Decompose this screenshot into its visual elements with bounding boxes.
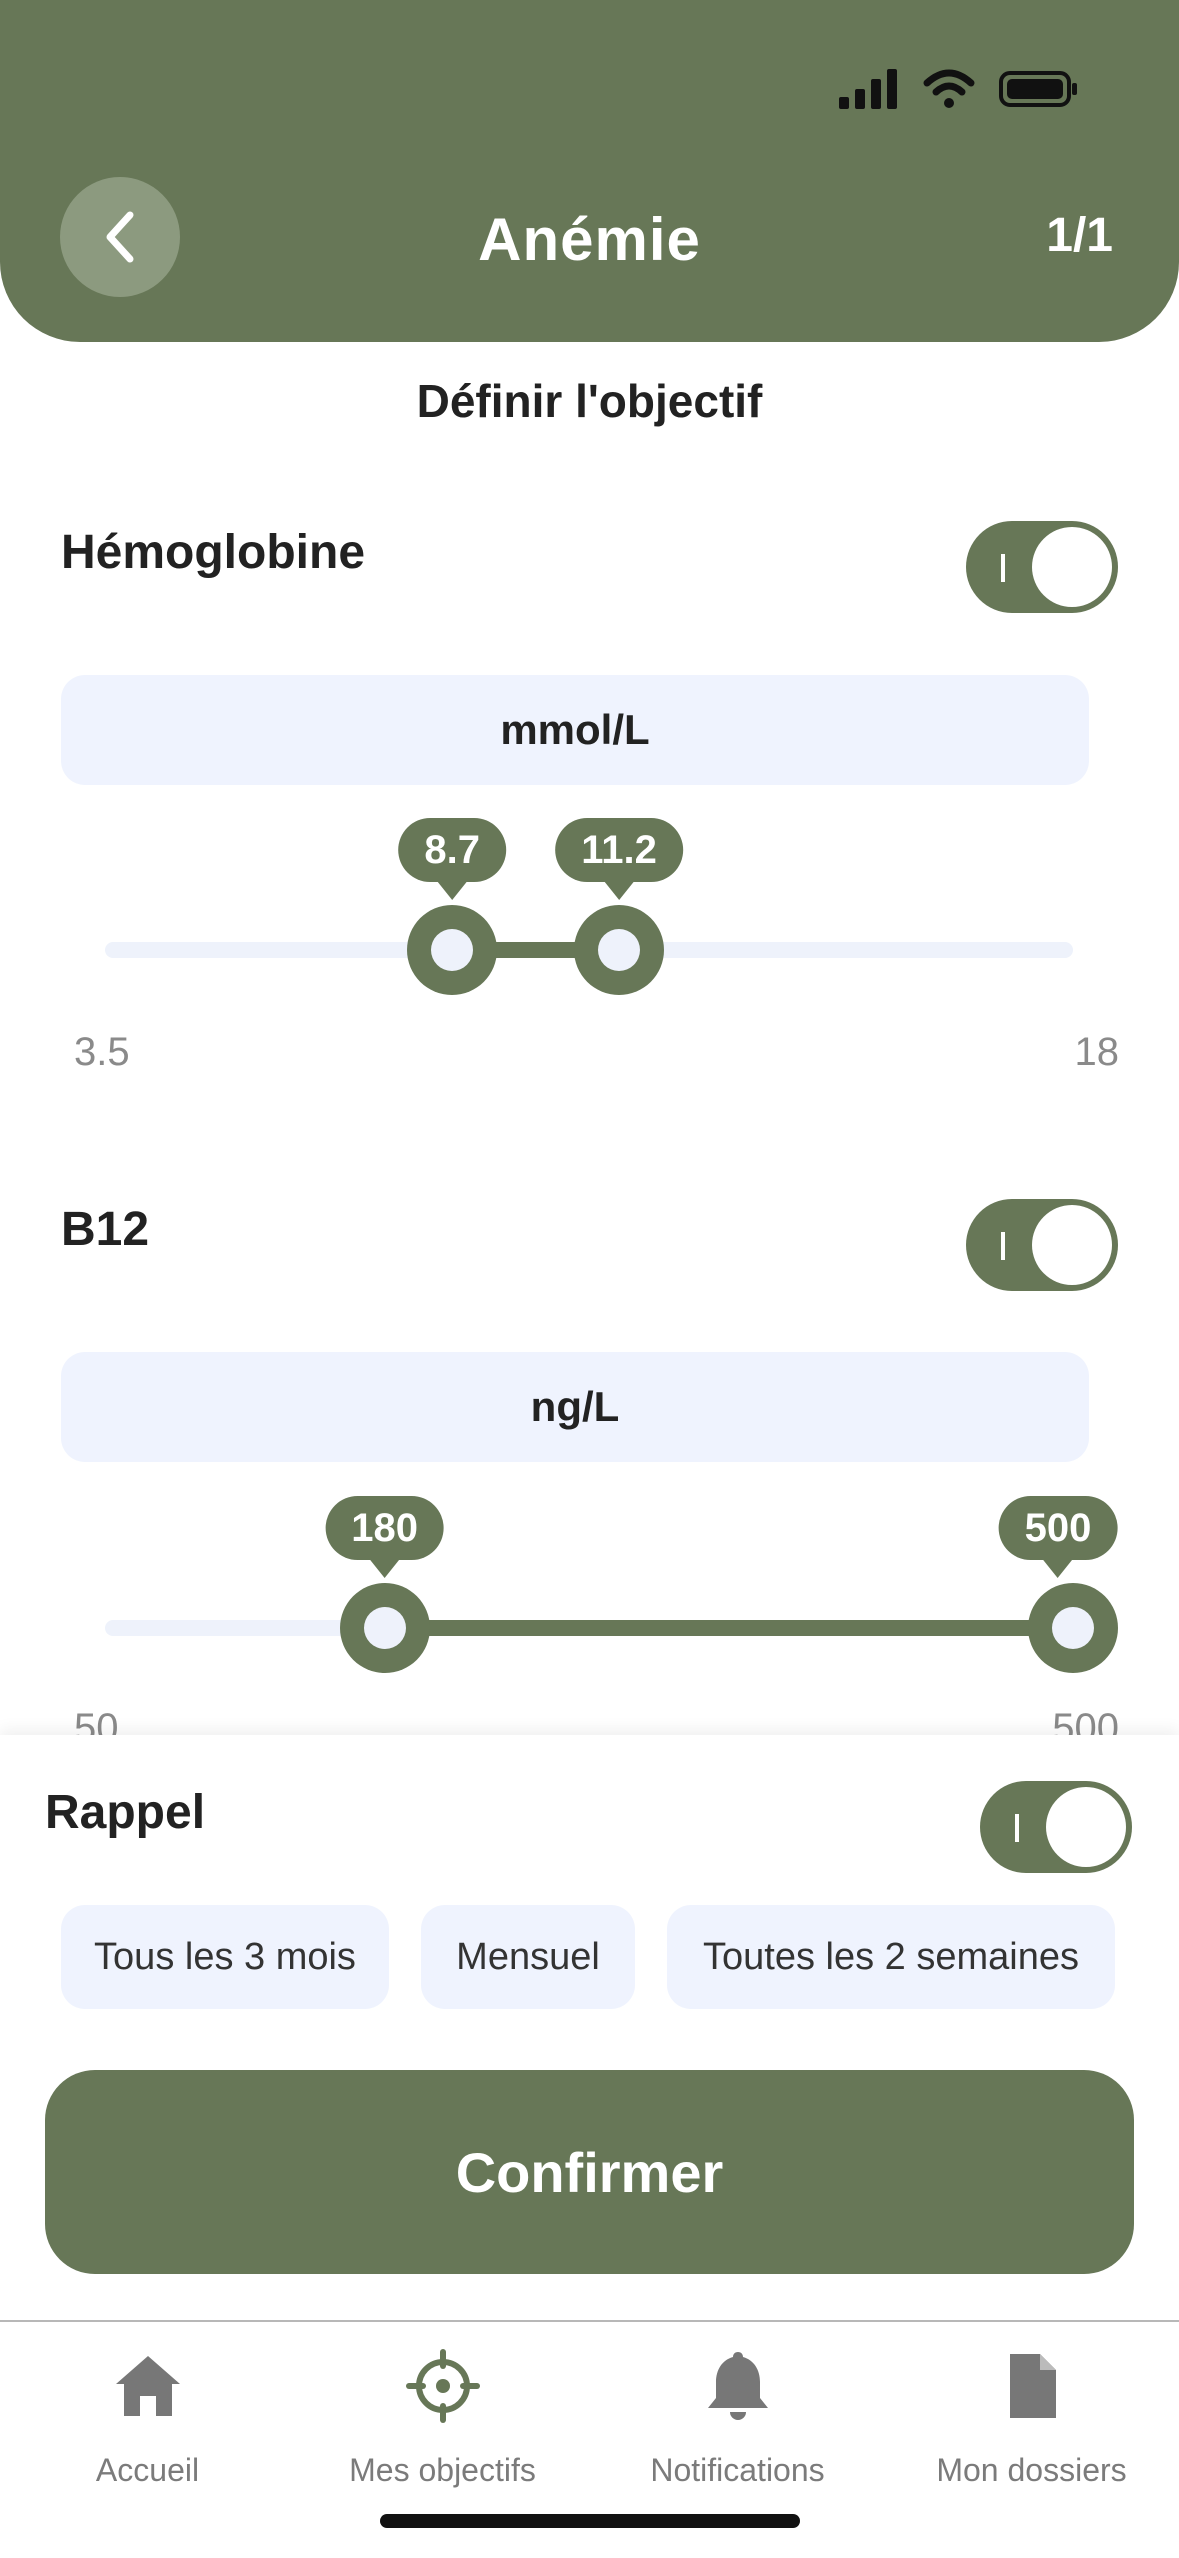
battery-icon [999,71,1077,107]
slider-low-thumb[interactable] [407,905,498,995]
home-indicator [380,2514,800,2528]
hemoglobine-max-label: 18 [1074,1030,1120,1074]
b12-unit-selector[interactable]: ng/L [61,1352,1089,1462]
status-bar [839,64,1079,114]
reminder-option-2-weeks[interactable]: Toutes les 2 semaines [667,1905,1115,2009]
tab-notifications[interactable]: Notifications [590,2322,885,2522]
tab-label: Mes objectifs [349,2452,536,2488]
hemoglobine-toggle[interactable] [966,521,1118,613]
bell-icon [707,2352,768,2420]
slider-low-value: 8.7 [398,818,506,900]
b12-toggle[interactable] [966,1199,1118,1291]
home-icon [115,2356,180,2416]
slider-high-value: 500 [998,1496,1118,1578]
wifi-icon [923,69,975,108]
reminder-option-monthly[interactable]: Mensuel [421,1905,635,2009]
reminder-title: Rappel [45,1786,206,1839]
slider-range-fill [384,1620,1073,1636]
hemoglobine-range-slider[interactable]: 8.7 11.2 [0,800,1179,1060]
tab-accueil[interactable]: Accueil [0,2322,295,2522]
b12-title: B12 [61,1203,150,1256]
page-title: Anémie [478,206,701,273]
hemoglobine-min-label: 3.5 [74,1030,130,1074]
tab-label: Accueil [95,2452,200,2488]
section-subtitle: Définir l'objectif [416,375,763,427]
hemoglobine-unit-selector[interactable]: mmol/L [61,675,1089,785]
tab-label: Notifications [650,2452,825,2488]
slider-high-value: 11.2 [555,818,683,900]
reminder-toggle[interactable] [980,1781,1132,1873]
confirm-button[interactable]: Confirmer [45,2070,1134,2274]
tab-mon-dossiers[interactable]: Mon dossiers [884,2322,1179,2522]
back-button[interactable] [60,177,180,297]
slider-low-value: 180 [325,1496,445,1578]
tab-mes-objectifs[interactable]: Mes objectifs [295,2322,590,2522]
chevron-left-icon [106,211,134,263]
hemoglobine-title: Hémoglobine [61,526,366,579]
slider-low-thumb[interactable] [339,1583,430,1673]
slider-high-thumb[interactable] [574,905,665,995]
target-icon [405,2349,480,2423]
tab-label: Mon dossiers [936,2452,1127,2488]
page-counter: 1/1 [1046,209,1113,262]
b12-range-slider[interactable]: 180 500 [0,1478,1179,1738]
reminder-sheet: Rappel Tous les 3 mois Mensuel Toutes le… [0,1735,1179,2320]
cellular-signal-icon [839,69,897,109]
app-header: Anémie 1/1 [0,0,1179,342]
reminder-option-3-months[interactable]: Tous les 3 mois [61,1905,389,2009]
slider-high-thumb[interactable] [1028,1583,1118,1673]
document-icon [1009,2354,1056,2418]
